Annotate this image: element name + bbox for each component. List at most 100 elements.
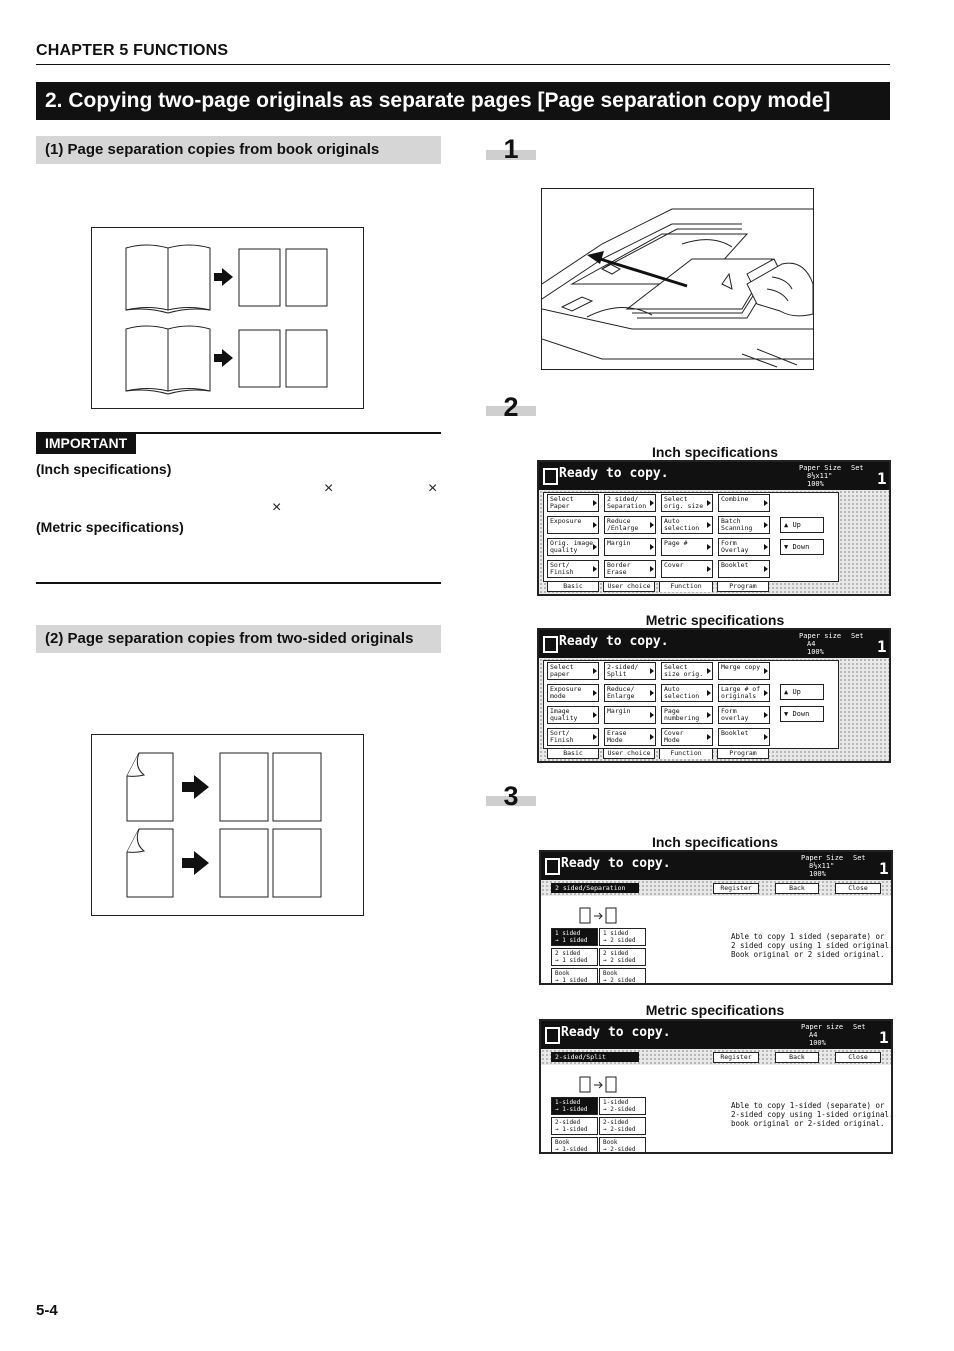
duplex-icon <box>579 907 617 924</box>
tab-user-choice[interactable]: User choice <box>603 581 655 592</box>
register-button[interactable]: Register <box>713 883 759 894</box>
ready-message: Ready to copy. <box>559 466 669 481</box>
step-marker-bar <box>486 796 536 806</box>
function-button[interactable]: 2 sided/ Separation <box>604 494 656 512</box>
function-button[interactable]: Select Paper <box>547 494 599 512</box>
duplex-option-button[interactable]: 1 sided → 1 sided <box>551 928 598 946</box>
function-button[interactable]: Form overlay <box>718 706 770 724</box>
tab-function[interactable]: Function <box>659 581 713 592</box>
function-button[interactable]: Batch Scanning <box>718 516 770 534</box>
zoom-value: 100% <box>807 648 824 656</box>
tab-program[interactable]: Program <box>717 748 769 759</box>
copy-count: 1 <box>879 859 889 878</box>
tab-function[interactable]: Function <box>659 748 713 759</box>
paper-size-value: A4 <box>807 640 816 648</box>
duplex-option-button[interactable]: 1-sided → 2-sided <box>599 1097 646 1115</box>
function-button[interactable]: Combine <box>718 494 770 512</box>
ready-message: Ready to copy. <box>561 856 671 871</box>
panel-status-bar: Ready to copy. Paper Size 8½x11" 100% Se… <box>539 462 889 490</box>
function-button[interactable]: Erase Mode <box>604 728 656 746</box>
function-button[interactable]: Border Erase <box>604 560 656 578</box>
function-button[interactable]: Select orig. size <box>661 494 713 512</box>
duplex-option-button[interactable]: 1-sided → 1-sided <box>551 1097 598 1115</box>
panel-status-bar: Ready to copy. Paper size A4 100% Set 1 <box>539 630 889 658</box>
chapter-heading: CHAPTER 5 FUNCTIONS <box>36 42 229 59</box>
down-label: Down <box>792 710 810 718</box>
function-button[interactable]: Reduce/ Enlarge <box>604 684 656 702</box>
function-button[interactable]: Select paper <box>547 662 599 680</box>
paper-size-label: Paper size <box>801 1023 844 1031</box>
duplex-option-button[interactable]: 2-sided → 2-sided <box>599 1117 646 1135</box>
multiply-symbol: × <box>428 480 438 497</box>
function-button[interactable]: Exposure mode <box>547 684 599 702</box>
tab-program[interactable]: Program <box>717 581 769 592</box>
duplex-option-button[interactable]: Book → 1 sided <box>551 968 598 983</box>
function-button[interactable]: Auto selection <box>661 516 713 534</box>
panel-status-bar: Ready to copy. Paper size A4 100% Set 1 <box>541 1021 891 1049</box>
tab-basic[interactable]: Basic <box>547 581 599 592</box>
down-button[interactable]: ▼ Down <box>780 539 824 555</box>
up-button[interactable]: ▲ Up <box>780 517 824 533</box>
duplex-option-button[interactable]: 2 sided → 1 sided <box>551 948 598 966</box>
function-button[interactable]: Large # of originals <box>718 684 770 702</box>
function-button[interactable]: Reduce /Enlarge <box>604 516 656 534</box>
back-button[interactable]: Back <box>775 883 819 894</box>
caption-inch-spec: Inch specifications <box>651 834 779 850</box>
function-button[interactable]: Sort/ Finish <box>547 728 599 746</box>
function-button[interactable]: Form Overlay <box>718 538 770 556</box>
caption-metric-spec: Metric specifications <box>645 612 785 628</box>
mode-description: Able to copy 1 sided (separate) or 2 sid… <box>731 932 893 959</box>
down-button[interactable]: ▼ Down <box>780 706 824 722</box>
caption-metric-spec: Metric specifications <box>645 1002 785 1018</box>
set-label: Set <box>853 1023 866 1031</box>
panel-status-bar: Ready to copy. Paper Size 8½x11" 100% Se… <box>541 852 891 880</box>
function-button[interactable]: Merge copy <box>718 662 770 680</box>
function-button[interactable]: 2-sided/ Split <box>604 662 656 680</box>
up-label: Up <box>792 688 801 696</box>
function-button[interactable]: Page numbering <box>661 706 713 724</box>
original-icon <box>545 858 560 875</box>
important-tag: IMPORTANT <box>36 433 136 454</box>
function-button[interactable]: Margin <box>604 538 656 556</box>
duplex-option-button[interactable]: 1 sided → 2 sided <box>599 928 646 946</box>
tab-basic[interactable]: Basic <box>547 748 599 759</box>
close-button[interactable]: Close <box>835 1052 881 1063</box>
duplex-option-button[interactable]: 2 sided → 2 sided <box>599 948 646 966</box>
function-button[interactable]: Booklet <box>718 728 770 746</box>
function-button[interactable]: Page # <box>661 538 713 556</box>
copy-count: 1 <box>877 637 887 656</box>
mode-title: 2-sided/Split <box>551 1052 639 1062</box>
up-button[interactable]: ▲ Up <box>780 684 824 700</box>
paper-size-value: 8½x11" <box>807 472 833 480</box>
duplex-option-button[interactable]: Book → 1-sided <box>551 1137 598 1152</box>
important-divider <box>36 432 441 434</box>
function-button[interactable]: Booklet <box>718 560 770 578</box>
step-number: 2 <box>503 392 519 422</box>
inch-spec-label: (Inch specifications) <box>36 461 172 477</box>
function-button[interactable]: Exposure <box>547 516 599 534</box>
function-button[interactable]: Image quality <box>547 706 599 724</box>
function-button[interactable]: Orig. image quality <box>547 538 599 556</box>
function-button[interactable]: Select size orig. <box>661 662 713 680</box>
function-button[interactable]: Cover Mode <box>661 728 713 746</box>
duplex-option-button[interactable]: Book → 2-sided <box>599 1137 646 1152</box>
mode-description: Able to copy 1-sided (separate) or 2-sid… <box>731 1101 893 1128</box>
multiply-symbol: × <box>272 499 282 516</box>
tab-user-choice[interactable]: User choice <box>603 748 655 759</box>
register-button[interactable]: Register <box>713 1052 759 1063</box>
two-sided-original-illustration <box>126 752 322 898</box>
function-button[interactable]: Auto selection <box>661 684 713 702</box>
set-label: Set <box>853 854 866 862</box>
back-button[interactable]: Back <box>775 1052 819 1063</box>
close-button[interactable]: Close <box>835 883 881 894</box>
function-button[interactable]: Cover <box>661 560 713 578</box>
set-label: Set <box>851 464 864 472</box>
duplex-option-button[interactable]: Book → 2 sided <box>599 968 646 983</box>
duplex-option-button[interactable]: 2-sided → 1-sided <box>551 1117 598 1135</box>
copy-count: 1 <box>879 1028 889 1047</box>
step-number: 1 <box>503 134 519 164</box>
function-button[interactable]: Sort/ Finish <box>547 560 599 578</box>
ready-message: Ready to copy. <box>561 1025 671 1040</box>
function-button[interactable]: Margin <box>604 706 656 724</box>
original-icon <box>543 636 558 653</box>
